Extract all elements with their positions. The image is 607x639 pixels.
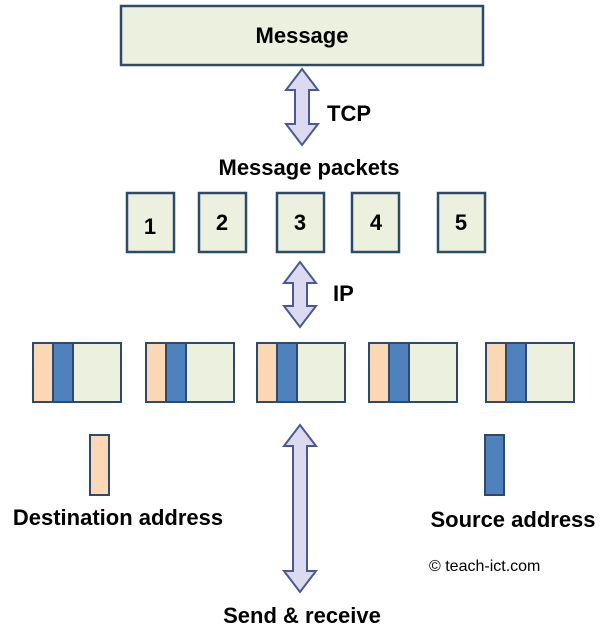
tcp-double-arrow (283, 67, 321, 147)
source-legend-swatch (484, 434, 505, 496)
addressed-packet-4 (368, 342, 458, 403)
packet-1: 1 (125, 191, 176, 254)
destination-segment (485, 342, 507, 403)
data-segment (72, 342, 122, 403)
copyright-text: © teach-ict.com (429, 558, 540, 575)
send-receive-double-arrow (281, 423, 319, 594)
data-segment (296, 342, 346, 403)
packet-number: 1 (144, 214, 156, 239)
source-segment (388, 342, 410, 403)
addressed-packet-2 (145, 342, 235, 403)
data-segment (525, 342, 575, 403)
message-label: Message (256, 23, 349, 48)
addressed-packet-1 (32, 342, 122, 403)
source-segment (165, 342, 187, 403)
packet-box (275, 191, 326, 254)
packet-box (197, 191, 248, 254)
packet-number: 2 (216, 210, 228, 235)
packet-4: 4 (350, 191, 401, 254)
destination-segment (32, 342, 54, 403)
packet-box (436, 191, 487, 254)
packet-3: 3 (275, 191, 326, 254)
destination-address-label: Destination address (13, 505, 223, 530)
send-receive-label: Send & receive (223, 603, 381, 628)
source-segment (52, 342, 74, 403)
source-segment (276, 342, 298, 403)
message-packets-label: Message packets (219, 155, 400, 180)
packet-box (350, 191, 401, 254)
addressed-packet-5 (485, 342, 575, 403)
addressed-packet-3 (256, 342, 346, 403)
packet-box (125, 191, 176, 254)
ip-double-arrow (281, 260, 319, 329)
destination-segment (368, 342, 390, 403)
ip-label: IP (333, 281, 354, 306)
message-box (119, 4, 485, 67)
source-address-label: Source address (430, 507, 595, 532)
tcp-label: TCP (327, 101, 371, 126)
data-segment (408, 342, 458, 403)
packet-2: 2 (197, 191, 248, 254)
destination-legend-swatch (89, 434, 110, 496)
destination-segment (256, 342, 278, 403)
packet-number: 3 (294, 210, 306, 235)
destination-segment (145, 342, 167, 403)
packet-number: 4 (370, 210, 383, 235)
packet-5: 5 (436, 191, 487, 254)
packet-number: 5 (455, 210, 467, 235)
data-segment (185, 342, 235, 403)
source-segment (505, 342, 527, 403)
